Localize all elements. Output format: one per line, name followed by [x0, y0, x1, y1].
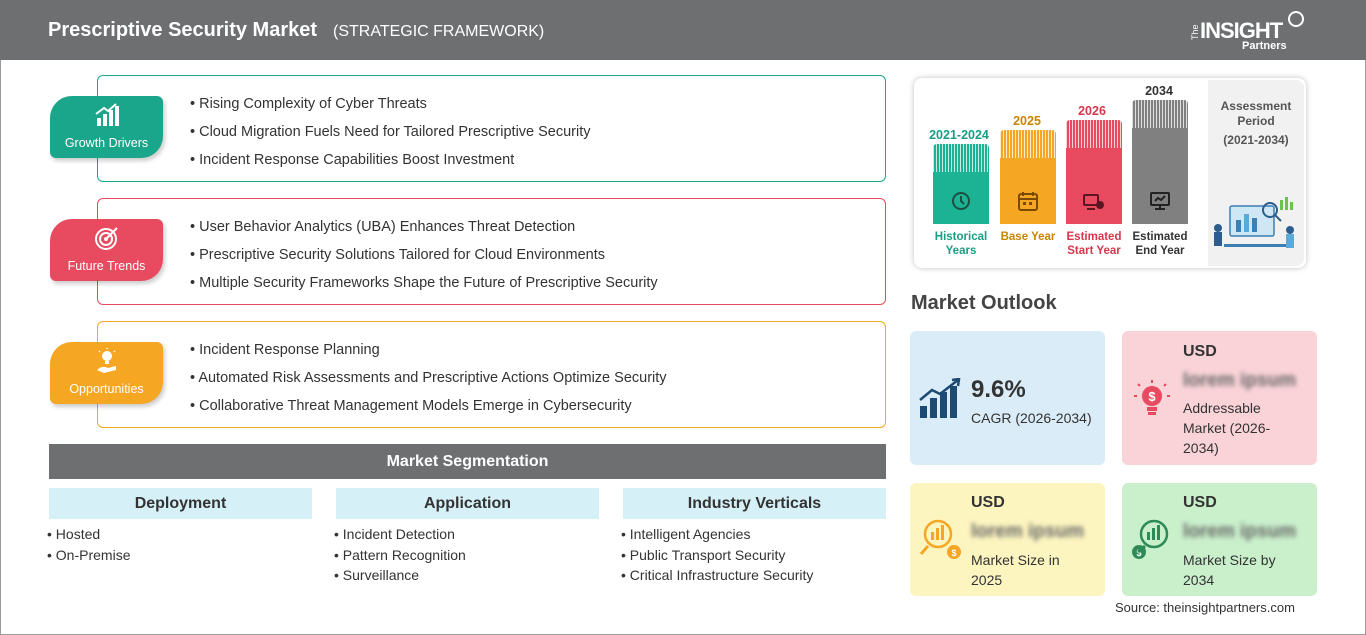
- size2034-value: lorem ipsum: [1183, 521, 1296, 542]
- growth-drivers-box: Rising Complexity of Cyber Threats Cloud…: [97, 75, 886, 182]
- segment-heading-industry-verticals: Industry Verticals: [623, 488, 886, 519]
- future-trends-box: User Behavior Analytics (UBA) Enhances T…: [97, 198, 886, 305]
- list-item: Incident Detection: [334, 525, 466, 546]
- list-item: Intelligent Agencies: [621, 525, 813, 546]
- addressable-usd: USD: [1183, 343, 1217, 360]
- history-icon: [952, 192, 970, 210]
- caption-historical: Historical Years: [934, 231, 988, 257]
- opportunities-badge: Opportunities: [50, 342, 163, 404]
- base-year-column: [1000, 130, 1056, 224]
- list-item: Hosted: [47, 525, 130, 546]
- segment-list-industry-verticals: Intelligent Agencies Public Transport Se…: [621, 525, 814, 587]
- addressable-value: lorem ipsum: [1183, 370, 1296, 391]
- svg-text:$: $: [951, 548, 956, 558]
- lightbulb-hand-icon: [97, 348, 116, 373]
- list-item: Collaborative Threat Management Models E…: [190, 396, 667, 424]
- page-subtitle: (STRATEGIC FRAMEWORK): [333, 23, 545, 40]
- list-item: Automated Risk Assessments and Prescript…: [190, 368, 666, 396]
- caption-base: Base Year: [1000, 231, 1056, 243]
- list-item: Multiple Security Frameworks Shape the F…: [190, 273, 658, 301]
- market-outlook-title: Market Outlook: [911, 292, 1057, 314]
- money-chart-icon: $: [919, 519, 961, 559]
- analytics-people-icon: [1214, 197, 1294, 248]
- growth-chart-icon: [95, 103, 119, 126]
- list-item: Critical Infrastructure Security: [621, 566, 814, 587]
- start-icon: [1083, 194, 1104, 210]
- growth-bars-icon: [919, 378, 961, 418]
- list-item: Rising Complexity of Cyber Threats: [190, 94, 591, 122]
- list-item: Incident Response Capabilities Boost Inv…: [190, 150, 591, 178]
- growth-drivers-badge: Growth Drivers: [50, 96, 163, 158]
- assessment-range: (2021-2034): [1223, 133, 1289, 147]
- opportunities-box: Incident Response Planning Automated Ris…: [97, 321, 886, 428]
- dollar-bulb-icon: $: [1134, 380, 1170, 415]
- opportunities-list: Incident Response Planning Automated Ris…: [190, 340, 667, 424]
- page-title: Prescriptive Security Market: [48, 19, 318, 41]
- logo-partners: Partners: [1242, 40, 1287, 52]
- future-trends-badge: Future Trends: [50, 219, 163, 281]
- segment-list-application: Incident Detection Pattern Recognition S…: [334, 525, 466, 587]
- cagr-value: 9.6%: [971, 376, 1026, 403]
- list-item: Public Transport Security: [621, 546, 813, 567]
- assessment-label: Assessment Period: [1220, 99, 1292, 128]
- size2034-label: Market Size by 2034: [1183, 552, 1276, 588]
- badge-label: Future Trends: [67, 259, 146, 273]
- list-item: Pattern Recognition: [334, 546, 466, 567]
- target-icon: [95, 227, 118, 250]
- year-label-end: 2034: [1145, 84, 1173, 98]
- segment-list-deployment: Hosted On-Premise: [47, 525, 131, 567]
- future-trends-list: User Behavior Analytics (UBA) Enhances T…: [190, 217, 658, 301]
- segment-heading-application: Application: [336, 488, 599, 519]
- badge-label: Growth Drivers: [64, 136, 149, 150]
- year-label-start: 2026: [1078, 104, 1106, 118]
- list-item: User Behavior Analytics (UBA) Enhances T…: [190, 217, 658, 245]
- monitor-icon: [1150, 192, 1170, 210]
- caption-start: Estimated Start Year: [1066, 231, 1122, 257]
- svg-text:$: $: [1148, 389, 1156, 404]
- caption-end: Estimated End Year: [1132, 231, 1188, 257]
- header-bar: Prescriptive Security Market (STRATEGIC …: [0, 0, 1366, 60]
- year-label-historical: 2021-2024: [929, 128, 989, 142]
- size2025-value: lorem ipsum: [971, 521, 1084, 542]
- start-year-column: [1066, 120, 1122, 224]
- list-item: Incident Response Planning: [190, 340, 667, 368]
- list-item: Prescriptive Security Solutions Tailored…: [190, 245, 658, 273]
- cagr-label: CAGR (2026-2034): [971, 410, 1092, 426]
- growth-drivers-list: Rising Complexity of Cyber Threats Cloud…: [190, 94, 591, 178]
- list-item: Surveillance: [334, 566, 466, 587]
- list-item: On-Premise: [47, 546, 131, 567]
- logo-insight: INSIGHT: [1200, 18, 1283, 43]
- segment-heading-deployment: Deployment: [49, 488, 312, 519]
- end-year-column: [1132, 100, 1188, 224]
- historical-years-column: [933, 144, 989, 224]
- logo-the: The: [1190, 24, 1200, 40]
- logo-ring-icon: [1288, 11, 1304, 27]
- money-chart-icon: $: [1132, 519, 1169, 559]
- size2025-label: Market Size in 2025: [971, 552, 1060, 588]
- size2034-usd: USD: [1183, 494, 1217, 511]
- list-item: Cloud Migration Fuels Need for Tailored …: [190, 122, 590, 150]
- source-note: Source: theinsightpartners.com: [1115, 600, 1295, 615]
- insight-partners-logo[interactable]: The INSIGHT Partners: [1190, 10, 1310, 54]
- badge-label: Opportunities: [69, 382, 144, 396]
- addressable-label: Addressable Market (2026-2034): [1183, 400, 1271, 456]
- year-label-base: 2025: [1013, 114, 1041, 128]
- calendar-icon: [1018, 192, 1038, 211]
- segmentation-title: Market Segmentation: [49, 444, 886, 479]
- size2025-usd: USD: [971, 494, 1005, 511]
